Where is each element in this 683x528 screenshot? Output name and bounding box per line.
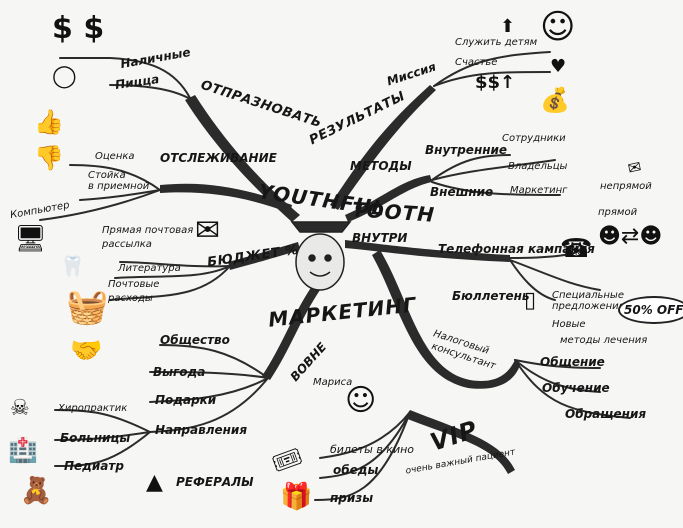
label-benefit: Выгода (153, 365, 206, 379)
label-serve-children: Служить детям (455, 37, 538, 48)
label-pediatrician: Педиатр (64, 459, 124, 473)
label-society: Общество (160, 333, 230, 347)
discount-badge: 50% OFF (618, 296, 683, 324)
child-face-icon: ☺ (540, 7, 576, 47)
label-happiness: Счастье (455, 57, 498, 68)
label-bulletin: Бюллетень (452, 289, 530, 303)
handshake-icon: 🤝 (70, 336, 103, 366)
label-communication: Общение (540, 355, 605, 369)
label-education: Обучение (542, 381, 610, 395)
label-special-offers: Специальные предложения (552, 290, 625, 312)
label-literature: Литература (118, 263, 181, 274)
envelope-icon: ✉ (195, 213, 221, 248)
computer-icon: 🖥 (14, 224, 48, 254)
girl-face-icon: ☺ (345, 383, 377, 418)
branch-marketing (262, 286, 320, 380)
people-icon: ☻⇄☻ (598, 224, 663, 249)
branch-inside (345, 240, 510, 262)
label-postal-costs-1: Почтовые (108, 279, 160, 290)
money-bag-icon: 💰 (540, 86, 570, 114)
label-external: Внешние (430, 185, 494, 199)
label-phone-campaign: Телефонная кампания (438, 242, 595, 256)
branch-tax (372, 250, 520, 389)
label-appeals: Обращения (565, 407, 647, 421)
label-owners: Владельцы (508, 161, 568, 172)
heart-icon: ♥ (550, 56, 567, 77)
hospital-icon: 🏥 (8, 436, 38, 464)
branch-budget (228, 242, 300, 270)
label-new-methods-1: Новые (552, 319, 586, 330)
label-referrals-dir: Направления (155, 423, 248, 437)
mail-basket-icon: 🧺 (66, 287, 109, 327)
dollar-signs-icon: $ $ (52, 11, 105, 46)
label-postal-costs-2: расходы (108, 293, 153, 304)
thumbs-down-icon: 👎 (34, 144, 64, 172)
branch-celebrate (185, 95, 300, 222)
branch-results (330, 85, 436, 210)
pizza-icon: ◯ (52, 64, 77, 89)
branch-vip (405, 410, 515, 474)
branch-methods (345, 175, 432, 222)
label-direct: прямой (598, 207, 638, 218)
newsletter-icon: ▯ (524, 288, 537, 313)
skeleton-icon: ☠ (10, 396, 30, 421)
label-lunches: обеды (333, 463, 379, 477)
label-hospitals: Больницы (60, 431, 131, 445)
label-chiropractor: Хиропрактик (58, 403, 128, 414)
label-gifts: Подарки (155, 393, 217, 407)
phone-icon: ☎ (560, 234, 593, 264)
up-arrow-icon: ▲ (146, 470, 163, 495)
center-title-tooth: TOOTH (351, 197, 436, 227)
label-internal: Внутренние (425, 143, 508, 157)
label-rating: Оценка (95, 151, 135, 162)
gift-icon: 🎁 (280, 482, 313, 512)
label-marisa: Мариса (313, 377, 353, 388)
tooth-icon: 🦷 (60, 254, 85, 278)
label-inside: ВНУТРИ (352, 231, 408, 245)
label-cinema-tickets: билеты в кино (330, 443, 415, 456)
label-tracking: ОТСЛЕЖИВАНИЕ (160, 151, 277, 165)
label-marketing-sub: Маркетинг (510, 185, 568, 196)
label-reception-rack: Стойка в приемной (88, 170, 150, 192)
teddy-bear-icon: 🧸 (20, 476, 53, 506)
label-employees: Сотрудники (502, 133, 566, 144)
up-arrow-icon: ⬆ (500, 16, 516, 37)
label-prizes: призы (330, 491, 374, 505)
label-direct-mail-1: Прямая почтовая (102, 225, 194, 236)
tooth-mascot (290, 221, 352, 291)
branch-tracking (160, 183, 292, 213)
label-referrals: РЕФЕРАЛЫ (176, 475, 254, 489)
label-methods: МЕТОДЫ (350, 159, 412, 173)
dollars-up-icon: $$↑ (475, 72, 516, 93)
thumbs-up-icon: 👍 (34, 108, 64, 136)
label-indirect: непрямой (600, 181, 652, 192)
label-direct-mail-2: рассылка (102, 239, 152, 250)
label-new-methods-2: методы лечения (560, 335, 648, 346)
